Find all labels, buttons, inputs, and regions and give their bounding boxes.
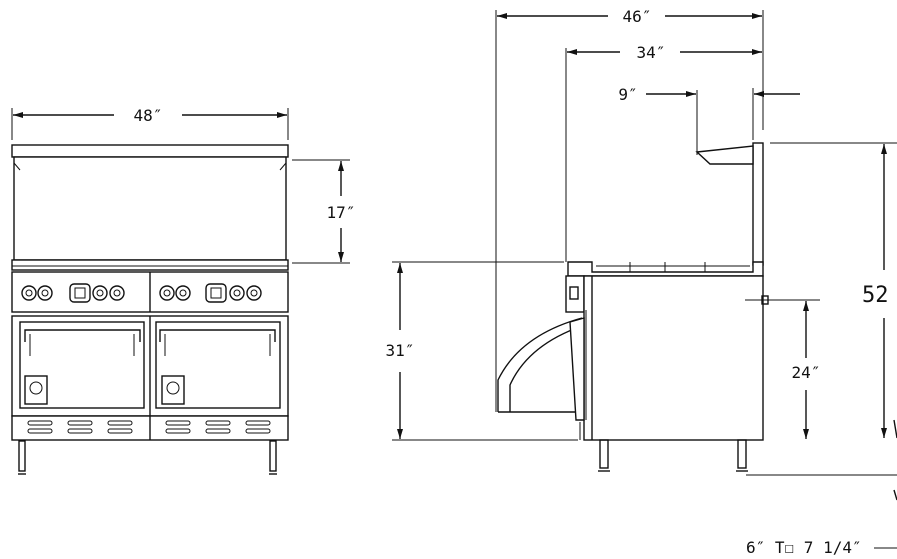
- dim-work-height: 31″: [386, 341, 415, 360]
- dim-oven-height: 24″: [792, 363, 821, 382]
- backsplash-panel: [13, 156, 287, 261]
- dim-front-width: 48″: [134, 106, 163, 125]
- vent-slots: [27, 420, 271, 434]
- dim-overall-depth: 46″: [623, 7, 652, 26]
- side-leg: [737, 439, 747, 469]
- side-body: [583, 275, 764, 441]
- leg: [18, 440, 26, 472]
- side-backsplash: [752, 142, 764, 266]
- leg: [269, 440, 277, 472]
- knob-group-left: [21, 283, 125, 303]
- side-control: [565, 275, 585, 313]
- knob-group-right: [159, 283, 262, 303]
- cooktop-rail: [11, 259, 289, 271]
- oven-door-right: [155, 321, 281, 409]
- door-swing: [497, 317, 583, 412]
- side-shelf: [695, 145, 754, 165]
- backsplash-top: [11, 144, 289, 158]
- dim-backsplash-height: 17″: [327, 203, 356, 222]
- dim-overall-height: 52: [862, 283, 889, 308]
- dim-leg-adjust: 6″ T☐ 7 1/4″: [746, 538, 862, 557]
- dim-shelf-depth: 9″: [618, 85, 637, 104]
- dim-body-depth: 34″: [637, 43, 666, 62]
- side-view: 46″ 34″ 9″: [386, 7, 897, 557]
- front-view: 48″ 17″: [11, 106, 356, 475]
- side-leg: [599, 439, 609, 469]
- oven-door-left: [19, 321, 145, 409]
